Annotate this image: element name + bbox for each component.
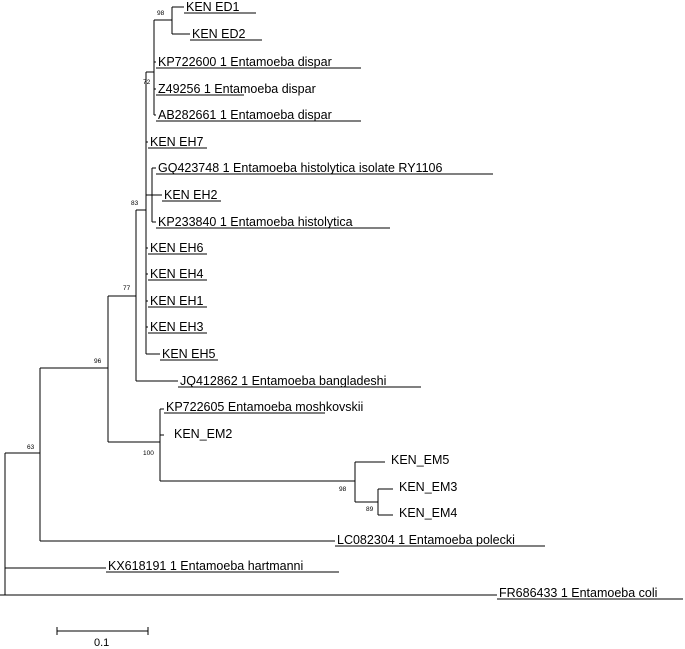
- taxon-label: KEN EH6: [150, 241, 204, 255]
- taxon-label: JQ412862 1 Entamoeba bangladeshi: [180, 374, 386, 388]
- bootstrap-value: 89: [366, 506, 374, 513]
- bootstrap-value: 98: [339, 486, 347, 493]
- taxon-label: KP722600 1 Entamoeba dispar: [158, 55, 332, 69]
- taxon-label: KP233840 1 Entamoeba histolytica: [158, 215, 353, 229]
- label-underlines: [106, 12, 683, 600]
- tree-branches: [0, 6, 497, 596]
- taxon-label: KP722605 Entamoeba moshkovskii: [166, 400, 363, 414]
- taxon-label: Z49256 1 Entamoeba dispar: [158, 82, 316, 96]
- taxon-label: KEN ED2: [192, 27, 246, 41]
- taxon-label: KEN_EM3: [399, 480, 457, 494]
- taxon-label: KEN_EM4: [399, 506, 457, 520]
- bootstrap-value: 96: [94, 358, 102, 365]
- taxon-label: LC082304 1 Entamoeba polecki: [337, 533, 515, 547]
- taxon-label: KEN_EM2: [174, 427, 232, 441]
- taxon-label: KEN EH5: [162, 347, 216, 361]
- leaf-labels: KEN ED1 KEN ED2 KP722600 1 Entamoeba dis…: [108, 0, 657, 600]
- taxon-label: KEN EH7: [150, 135, 204, 149]
- taxon-label: KEN_EM5: [391, 453, 449, 467]
- bootstrap-values: 98 72 83 77 96 100 98 89 63: [27, 10, 374, 513]
- taxon-label: KEN EH2: [164, 188, 218, 202]
- scale-bar-label: 0.1: [94, 637, 109, 649]
- taxon-label: KX618191 1 Entamoeba hartmanni: [108, 559, 303, 573]
- scale-bar: 0.1: [56, 627, 149, 649]
- bootstrap-value: 100: [143, 450, 154, 457]
- taxon-label: AB282661 1 Entamoeba dispar: [158, 108, 332, 122]
- bootstrap-value: 63: [27, 444, 35, 451]
- taxon-label: KEN EH4: [150, 267, 204, 281]
- taxon-label: KEN EH3: [150, 320, 204, 334]
- taxon-label: KEN ED1: [186, 0, 240, 14]
- taxon-label: KEN EH1: [150, 294, 204, 308]
- bootstrap-value: 72: [143, 79, 151, 86]
- bootstrap-value: 98: [157, 10, 165, 17]
- bootstrap-value: 83: [131, 200, 139, 207]
- bootstrap-value: 77: [123, 285, 131, 292]
- taxon-label: GQ423748 1 Entamoeba histolytica isolate…: [158, 161, 442, 175]
- taxon-label: FR686433 1 Entamoeba coli: [499, 586, 657, 600]
